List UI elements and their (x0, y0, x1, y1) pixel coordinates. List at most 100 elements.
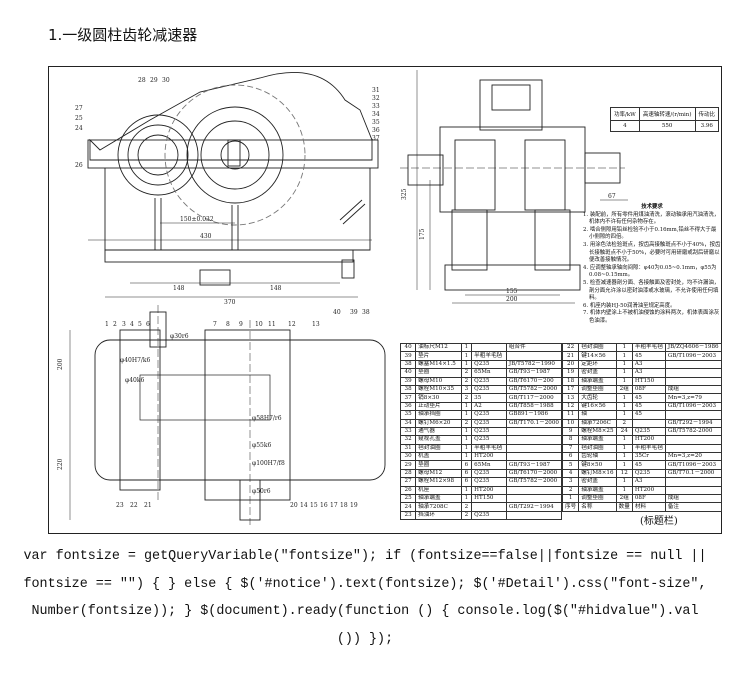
callout-number: 13 (312, 321, 320, 328)
parts-cell: 6 (460, 468, 473, 479)
parts-cell: 1 (615, 401, 633, 412)
callout-number: 9 (239, 321, 243, 328)
fit-6: φ50r6 (252, 488, 271, 495)
parts-cell: 19 (561, 368, 580, 378)
code-line: fontsize == "") { } else { $('#notice').… (23, 576, 707, 592)
parts-cell: 6 (561, 452, 580, 462)
parts-cell: 螺栓M8×25 (578, 426, 617, 437)
parts-cell: 1 (460, 426, 473, 437)
parts-cell: 45 (631, 410, 666, 420)
parts-cell: 27 (399, 477, 417, 487)
parts-cell: 数量 (615, 502, 633, 512)
callout-number: 8 (226, 321, 230, 328)
parts-cell: 8 (561, 435, 580, 445)
parts-cell: JB/ZQ4606－1986 (664, 342, 723, 353)
dim-220-top: 220 (57, 458, 64, 470)
parts-cell: Q235 (471, 376, 507, 386)
parts-cell: 半粗羊毛毡 (631, 342, 666, 353)
parts-cell: 3 (460, 384, 473, 395)
callout-number: 32 (372, 95, 380, 102)
parts-cell: 螺母M12 (415, 468, 462, 479)
perf-value: 4 (610, 120, 640, 132)
parts-cell: GB/T1096－2003 (664, 401, 723, 412)
parts-cell: GB/T1096－2003 (664, 460, 723, 470)
parts-cell: 2组 (615, 384, 633, 395)
parts-cell: 1 (615, 359, 633, 370)
parts-cell: 垫片 (415, 351, 462, 361)
top-view (69, 305, 386, 525)
parts-cell: 组合件 (505, 342, 563, 353)
parts-cell: 39 (399, 376, 417, 386)
parts-cell: 轴承7206C (578, 418, 617, 428)
parts-cell: 23 (399, 510, 417, 521)
parts-cell: 成组 (664, 494, 723, 504)
parts-cell (505, 510, 563, 521)
parts-cell: 键16×56 (578, 401, 617, 412)
parts-cell: 齿轮轴 (578, 452, 617, 462)
callout-number: 24 (75, 125, 83, 132)
parts-cell: Q235 (471, 510, 507, 521)
fit-3: φ58H7/r6 (252, 415, 282, 422)
parts-cell: GB891－1986 (505, 410, 563, 420)
parts-cell: GB/T93－1987 (505, 368, 563, 378)
callout-number: 19 (350, 502, 358, 509)
parts-cell (471, 342, 507, 353)
callout-number: 31 (372, 87, 380, 94)
parts-cell: 65Mn (471, 368, 507, 378)
parts-cell: GB/T93－1987 (505, 460, 563, 470)
parts-cell: Q235 (471, 468, 507, 479)
parts-cell: 1 (615, 351, 633, 361)
callout-number: 30 (162, 77, 170, 84)
parts-cell: 轴 (578, 410, 617, 420)
parts-cell: 1 (615, 435, 633, 445)
parts-cell: 45 (631, 460, 666, 470)
tech-item: 4. 应调整轴承轴向间隙：φ40为0.05~0.1mm，φ55为0.08~0.1… (583, 264, 717, 279)
parts-cell: HT200 (631, 485, 666, 496)
parts-cell: 销8×30 (415, 393, 462, 403)
parts-cell: 39 (399, 351, 417, 361)
dim-148-left: 148 (173, 285, 185, 292)
parts-cell: 2 (615, 418, 633, 428)
parts-cell: 34 (399, 418, 417, 428)
parts-cell: 螺塞M14×1.5 (415, 359, 462, 370)
parts-cell: 键8×50 (578, 460, 617, 470)
parts-cell: 调整垫圈 (578, 384, 617, 395)
callout-number: 25 (75, 115, 83, 122)
parts-cell: Q235 (471, 426, 507, 437)
parts-cell: 22 (561, 342, 580, 353)
parts-cell: 键14×56 (578, 351, 617, 361)
callout-number: 23 (116, 502, 124, 509)
parts-cell: 25 (399, 494, 417, 504)
parts-cell: 26 (399, 485, 417, 496)
callout-number: 27 (75, 105, 83, 112)
parts-cell: GB/T70.1－2000 (664, 468, 723, 479)
parts-cell (664, 410, 723, 420)
parts-cell: 成组 (664, 384, 723, 395)
parts-cell: 35 (471, 393, 507, 403)
parts-cell: GB/T858－1988 (505, 401, 563, 412)
parts-cell: 2 (460, 368, 473, 378)
parts-cell: 6 (460, 460, 473, 470)
parts-cell: 1 (615, 485, 633, 496)
parts-cell: 1 (615, 410, 633, 420)
dim-200: 200 (506, 296, 518, 303)
parts-cell: GB/T5782－2000 (505, 477, 563, 487)
callout-number: 28 (138, 77, 146, 84)
parts-cell (664, 485, 723, 496)
callout-number: 18 (340, 502, 348, 509)
parts-cell: 备注 (664, 502, 723, 512)
parts-cell: 1 (460, 342, 473, 353)
